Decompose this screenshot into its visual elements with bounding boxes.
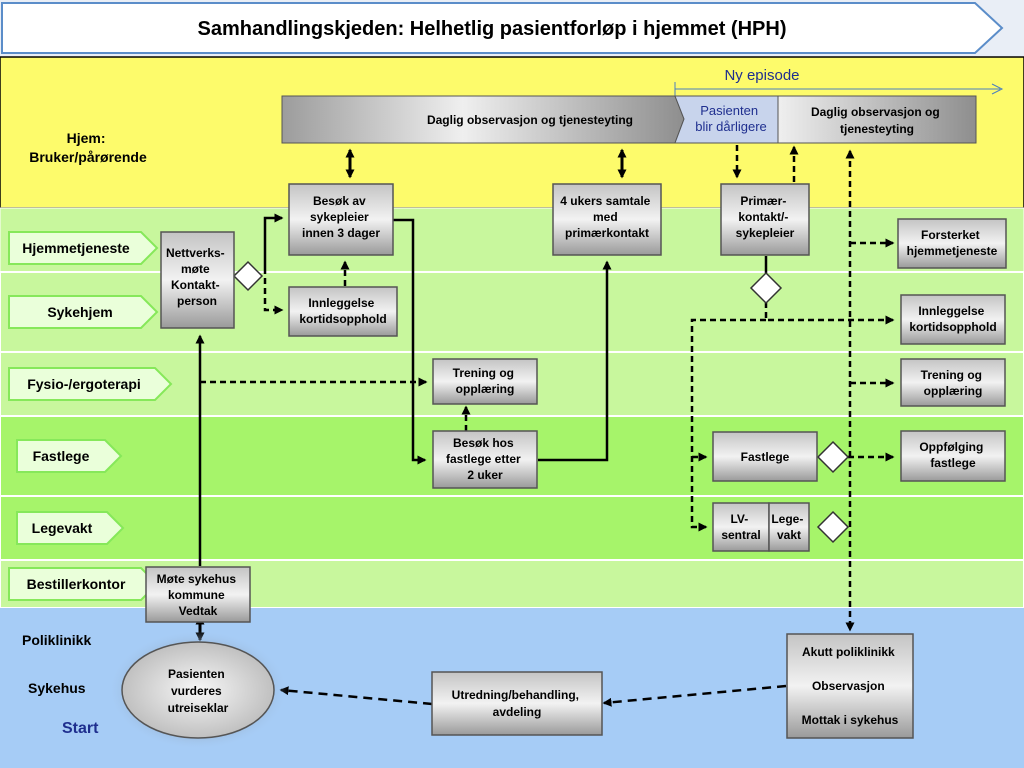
svg-text:LV- sentral: LV- sentral xyxy=(721,512,760,542)
page-title: Samhandlingskjeden: Helhetlig pasientfor… xyxy=(198,18,787,40)
svg-text:Fastlege: Fastlege xyxy=(741,450,790,464)
box-primaerkontakt: Primær- kontakt/- sykepleier xyxy=(720,183,810,256)
lane-label-fastlege: Fastlege xyxy=(16,439,123,473)
svg-text:4 ukers samtale med: 4 ukers samtale med primærkontakt xyxy=(560,194,653,240)
ellipse-pasienten-vurderes: Pasienten vurderes utreiseklar xyxy=(108,630,288,750)
box-legevakt: Lege- vakt xyxy=(768,502,810,552)
svg-text:Innleggelse kortidsoppho: Innleggelse kortidsopphold xyxy=(299,296,386,326)
lane-label-sykehjem: Sykehjem xyxy=(8,295,159,329)
new-episode-label: Ny episode xyxy=(724,67,799,84)
box-nettverksmote: Nettverks- møte Kontakt- person xyxy=(160,231,235,329)
arrow-akutt-utredning xyxy=(602,684,787,707)
box-innleggelse-left: Innleggelse kortidsopphold xyxy=(288,286,398,337)
lane-label-home: Hjem: Bruker/pårørende xyxy=(29,130,147,165)
new-episode-marker: Ny episode xyxy=(674,67,1004,97)
svg-text:Legevakt: Legevakt xyxy=(32,520,93,536)
svg-text:Oppfølging fastlege: Oppfølging fastlege xyxy=(919,440,986,470)
decision-diamond-legevakt xyxy=(816,510,850,544)
box-besok-fastlege: Besøk hos fastlege etter 2 uker xyxy=(432,430,538,489)
box-oppfolging-fastlege: Oppfølging fastlege xyxy=(900,430,1006,482)
box-trening-right: Trening og opplæring xyxy=(900,358,1006,407)
decision-diamond-fastlege xyxy=(816,440,850,474)
daily-bar-right-label: Daglig observasjon og tjenesteyting xyxy=(811,105,943,136)
box-mote-sykehus: Møte sykehus kommune Vedtak xyxy=(145,566,251,623)
svg-text:Trening og opplæring: Trening og opplæring xyxy=(921,368,986,398)
arrow-fastlege-fireuker xyxy=(538,260,612,462)
svg-text:Forsterket hjemmetjenest: Forsterket hjemmetjeneste xyxy=(907,228,998,258)
lane-label-sykehus: Sykehus xyxy=(28,680,86,696)
svg-text:Bestillerkontor: Bestillerkontor xyxy=(27,576,126,592)
start-label: Start xyxy=(62,720,99,737)
svg-text:Akutt poliklinikk Observ: Akutt poliklinikk Observasjon Mottak i s… xyxy=(802,645,899,727)
svg-text:Hjemmetjeneste: Hjemmetjeneste xyxy=(22,240,130,256)
legevakt-band xyxy=(0,495,1024,561)
lane-label-bestillerkontor: Bestillerkontor xyxy=(8,567,159,601)
box-forsterket-hjemmetjeneste: Forsterket hjemmetjeneste xyxy=(897,218,1007,269)
box-akutt-poliklinikk: Akutt poliklinikk Observasjon Mottak i s… xyxy=(786,633,914,739)
svg-text:Innleggelse kortidsoppho: Innleggelse kortidsopphold xyxy=(909,304,996,334)
decision-diamond-nettverk xyxy=(232,260,264,292)
daily-bar-middle-label: Pasienten blir dårligere xyxy=(695,103,767,134)
title-bar: Samhandlingskjeden: Helhetlig pasientfor… xyxy=(0,0,1024,56)
svg-text:Besøk av sykepleier: Besøk av sykepleier innen 3 dager xyxy=(302,194,380,240)
box-fire-ukers-samtale: 4 ukers samtale med primærkontakt xyxy=(552,183,662,256)
box-besok-sykepleier: Besøk av sykepleier innen 3 dager xyxy=(288,183,394,256)
svg-text:Fastlege: Fastlege xyxy=(33,448,90,464)
lane-label-hjemmetjeneste: Hjemmetjeneste xyxy=(8,231,159,265)
daily-observation-bar: Daglig observasjon og tjenesteyting Pasi… xyxy=(281,95,977,144)
svg-text:Nettverks- møte Ko: Nettverks- møte Kontakt- person xyxy=(166,246,228,308)
decision-diamond-primaer xyxy=(749,271,783,305)
box-fastlege: Fastlege xyxy=(712,431,818,482)
svg-text:Sykehjem: Sykehjem xyxy=(47,304,112,320)
svg-text:Utredning/behandling, av: Utredning/behandling, avdeling xyxy=(452,688,583,719)
daily-bar-left-label: Daglig observasjon og tjenesteyting xyxy=(427,113,633,127)
svg-text:Primær- kontakt/-: Primær- kontakt/- sykepleier xyxy=(736,194,795,240)
arrow-diamond-besok xyxy=(263,213,284,274)
svg-text:Pasienten vurderes: Pasienten vurderes utreiseklar xyxy=(168,667,229,715)
svg-text:Trening og opplæring: Trening og opplæring xyxy=(453,366,518,396)
box-trening-left: Trening og opplæring xyxy=(432,358,538,405)
svg-text:Lege- vakt: Lege- vakt xyxy=(771,512,806,542)
box-lv-sentral: LV- sentral xyxy=(712,502,770,552)
arrow-utredning-vurderes xyxy=(279,686,433,706)
arrow-besok-fastlege xyxy=(393,218,427,465)
lane-label-legevakt: Legevakt xyxy=(16,511,125,545)
lane-label-fysio: Fysio-/ergoterapi xyxy=(8,367,173,401)
box-innleggelse-right: Innleggelse kortidsopphold xyxy=(900,294,1006,345)
svg-text:Møte sykehus kommune: Møte sykehus kommune Vedtak xyxy=(157,572,240,618)
box-utredning: Utredning/behandling, avdeling xyxy=(431,671,603,736)
arrow-diamond-innleggelse xyxy=(263,278,284,315)
svg-text:Fysio-/ergoterapi: Fysio-/ergoterapi xyxy=(27,376,141,392)
lane-label-poliklinikk: Poliklinikk xyxy=(22,632,91,648)
hjemmetjeneste-band xyxy=(0,207,1024,273)
svg-text:Besøk hos fastlege etter: Besøk hos fastlege etter 2 uker xyxy=(446,436,524,482)
